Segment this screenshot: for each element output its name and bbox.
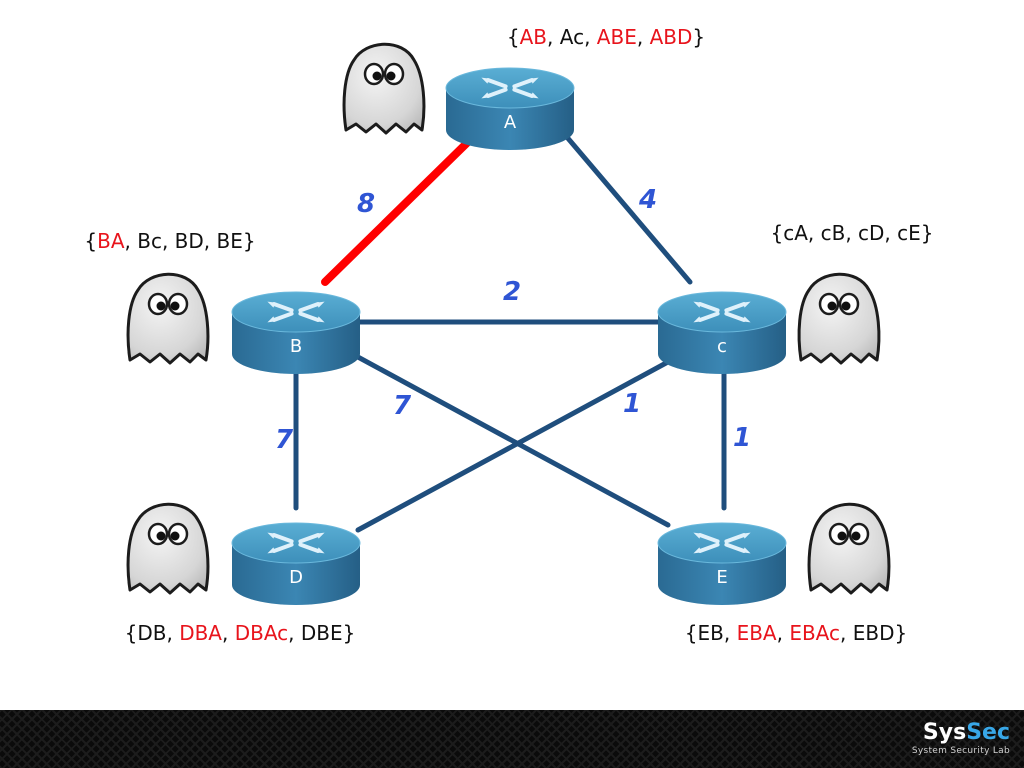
weight-label-b-d: 7 [275, 425, 294, 455]
router-d-icon: D [231, 522, 361, 605]
brand-part2: Sec [966, 720, 1010, 745]
ghost-icon-e [807, 502, 891, 595]
table-entry: , [637, 25, 650, 49]
table-entry: ABE [597, 25, 637, 49]
routing-table-d: {DB, DBA, DBAc, DBE} [125, 621, 356, 645]
table-entry: EBA [737, 621, 777, 645]
table-entry: {DB, [125, 621, 180, 645]
router-b-icon: B [231, 291, 361, 374]
table-entry: AB [520, 25, 547, 49]
router-label-a: A [504, 112, 517, 133]
weight-label-c-d: 1 [623, 389, 641, 419]
table-entry: EBAc [789, 621, 840, 645]
link-a-c [563, 133, 693, 285]
router-e-icon: E [657, 522, 787, 605]
syssec-logo: SysSec System Security Lab [911, 722, 1010, 757]
table-entry: {EB, [685, 621, 737, 645]
table-entry: DBA [179, 621, 222, 645]
table-entry: , [777, 621, 790, 645]
router-a-icon: A [445, 67, 575, 150]
links-layer [293, 133, 727, 533]
weight-label-c-e: 1 [733, 423, 751, 453]
routing-table-a: {AB, Ac, ABE, ABD} [507, 25, 705, 49]
table-entry: , DBE} [288, 621, 355, 645]
table-entry: { [84, 229, 97, 253]
table-entry: , Ac, [547, 25, 597, 49]
router-label-d: D [289, 567, 303, 588]
ghost-icon-b [126, 272, 210, 365]
routing-table-c: {cA, cB, cD, cE} [770, 221, 933, 245]
tables-layer: {AB, Ac, ABE, ABD}{BA, Bc, BD, BE}{cA, c… [84, 25, 933, 645]
table-entry: BA [97, 229, 125, 253]
table-entry: DBAc [235, 621, 288, 645]
ghost-icon-c [797, 272, 881, 365]
link-c-d [355, 347, 693, 533]
table-entry: ABD [650, 25, 693, 49]
link-b-e [342, 347, 671, 528]
router-label-e: E [716, 567, 727, 588]
router-label-b: B [290, 336, 302, 357]
weight-label-a-c: 4 [638, 185, 657, 215]
table-entry: { [507, 25, 520, 49]
weights-layer: 8 4 2 7 7 1 1 [275, 185, 751, 455]
weight-label-a-b: 8 [357, 189, 375, 219]
routing-table-e: {EB, EBA, EBAc, EBD} [685, 621, 907, 645]
brand-part1: Sys [922, 720, 967, 745]
weight-label-b-e: 7 [393, 391, 412, 421]
link-a-b [321, 136, 474, 286]
table-entry: , [222, 621, 235, 645]
router-label-c: c [717, 336, 727, 357]
routing-table-b: {BA, Bc, BD, BE} [84, 229, 255, 253]
table-entry: , EBD} [840, 621, 907, 645]
ghost-icon-d [126, 502, 210, 595]
table-entry: {cA, cB, cD, cE} [770, 221, 933, 245]
footer-bar: SysSec System Security Lab [0, 710, 1024, 768]
table-entry: } [692, 25, 705, 49]
weight-label-b-c: 2 [503, 277, 521, 307]
table-entry: , Bc, BD, BE} [125, 229, 256, 253]
router-c-icon: c [657, 291, 787, 374]
ghost-icon-a [342, 42, 426, 135]
brand-name: SysSec [912, 722, 1010, 744]
brand-subtitle: System Security Lab [911, 746, 1010, 756]
